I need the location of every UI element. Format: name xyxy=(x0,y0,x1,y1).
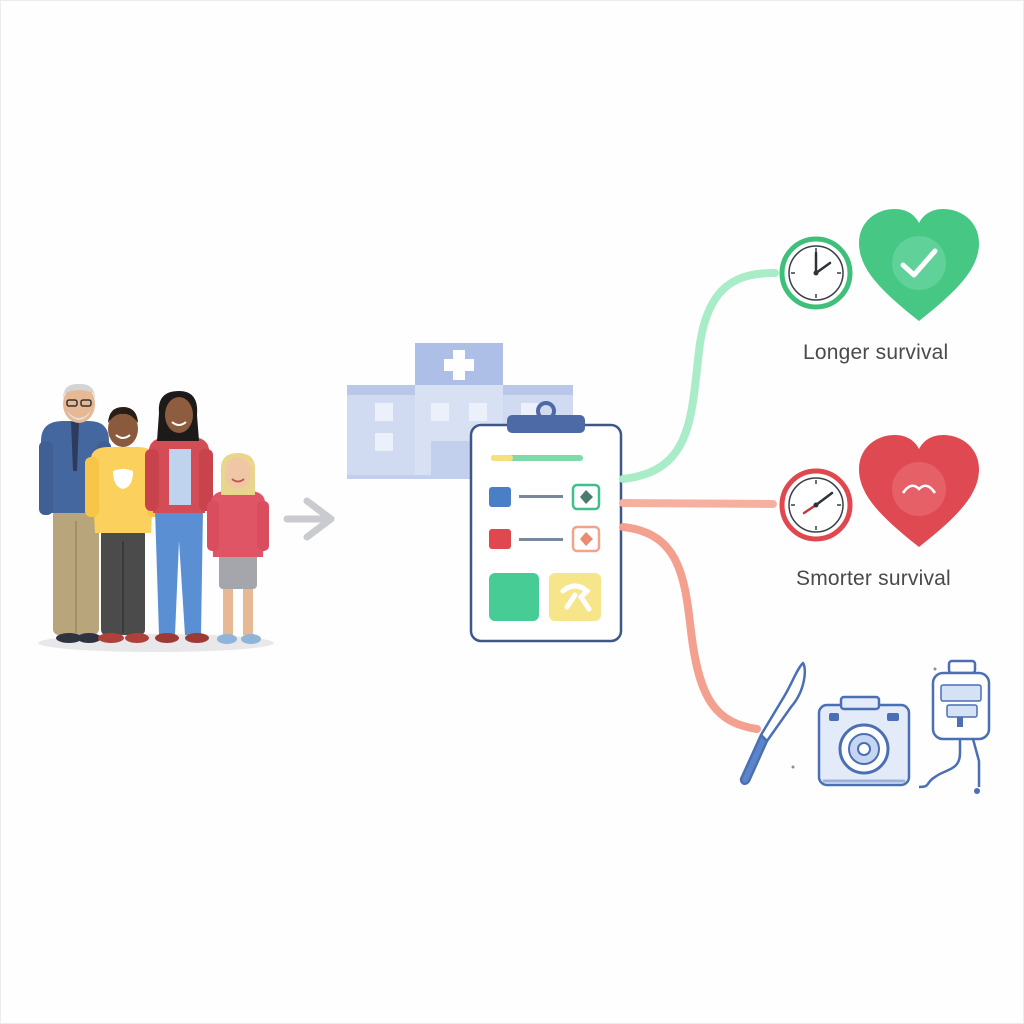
path-to-interventions xyxy=(619,523,761,733)
scalpel-icon xyxy=(739,661,807,785)
woman-figure xyxy=(145,391,213,643)
shorter-survival-label: Smorter survival xyxy=(796,567,951,590)
arrow-right-icon xyxy=(283,497,335,541)
clock-icon-green xyxy=(779,236,853,310)
teen-boy-figure xyxy=(85,407,161,643)
clipboard-checklist-icon xyxy=(469,401,623,643)
heart-broken-icon xyxy=(859,435,979,547)
path-to-longer-survival xyxy=(619,269,779,483)
camera-icon xyxy=(817,695,911,787)
iv-bag-icon xyxy=(918,659,991,794)
girl-figure xyxy=(207,453,269,644)
path-to-shorter-survival xyxy=(619,499,777,508)
family-group-illustration xyxy=(38,383,274,652)
heart-check-icon xyxy=(859,209,979,321)
outcome-paths xyxy=(619,269,779,733)
longer-survival-label: Longer survival xyxy=(803,341,949,364)
grandfather-figure xyxy=(39,383,111,643)
clock-icon-red xyxy=(779,468,853,542)
